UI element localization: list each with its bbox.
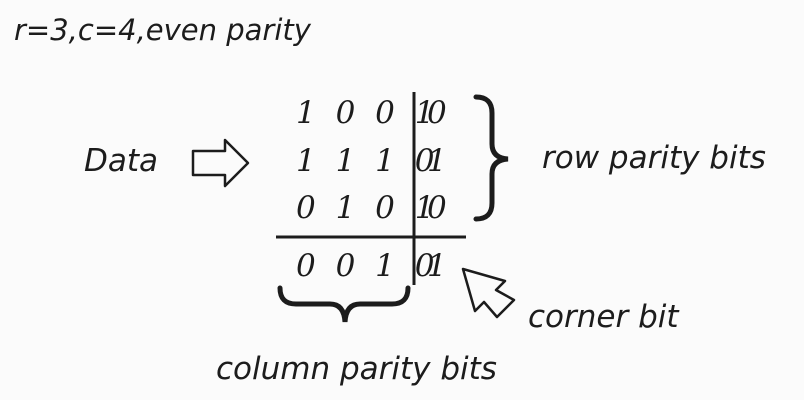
column-parity-label: column parity bits bbox=[216, 351, 497, 387]
data-label: Data bbox=[84, 143, 159, 179]
corner-bit: 1 bbox=[427, 248, 447, 284]
bottom-brace-icon bbox=[277, 285, 411, 323]
data-row-2: 1 1 1 0 bbox=[296, 143, 440, 179]
data-row-1: 1 0 0 1 bbox=[296, 95, 440, 131]
corner-bit-label: corner bit bbox=[528, 299, 679, 335]
right-arrow-icon bbox=[191, 138, 250, 188]
row-parity-bit-2: 1 bbox=[427, 143, 447, 179]
up-left-arrow-icon bbox=[461, 267, 516, 319]
right-brace-icon bbox=[473, 94, 509, 222]
diagram-title: r=3,c=4,even parity bbox=[14, 13, 311, 47]
row-parity-bit-1: 0 bbox=[427, 95, 447, 131]
data-row-3: 0 1 0 1 bbox=[296, 190, 440, 226]
column-parity-row: 0 0 1 0 bbox=[296, 248, 440, 284]
row-parity-label: row parity bits bbox=[542, 140, 766, 176]
row-parity-bit-3: 0 bbox=[427, 190, 447, 226]
